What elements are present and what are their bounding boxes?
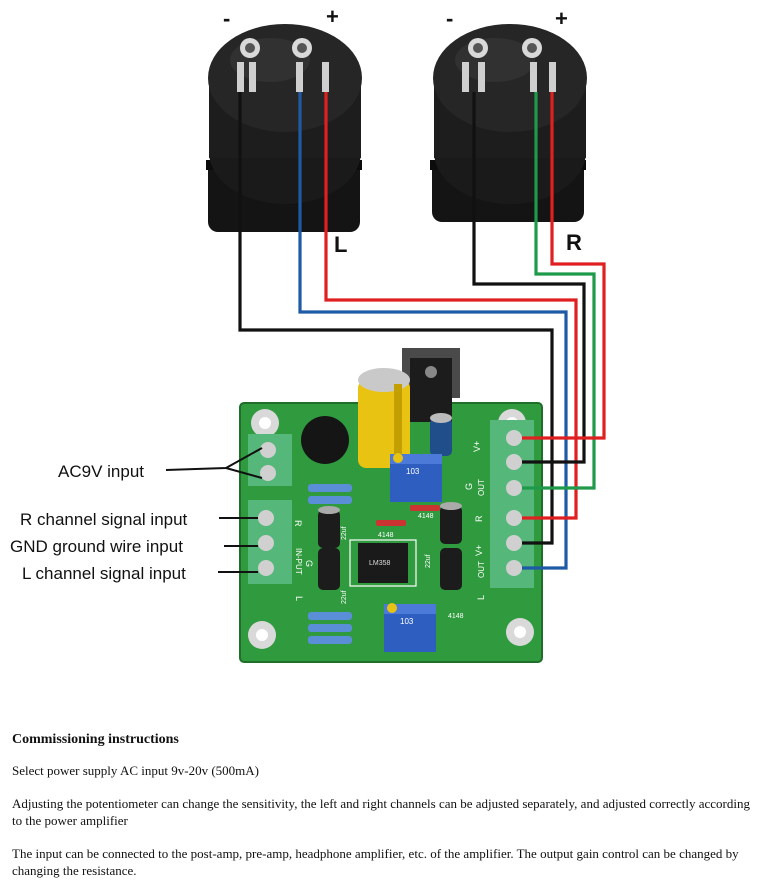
right-channel-label: R	[566, 230, 582, 255]
right-meter-plus-label: +	[555, 6, 568, 31]
small-capacitor	[430, 413, 452, 456]
pcb-mark-r-out: R	[474, 515, 484, 522]
pcb-mark-ic: LM358	[369, 560, 391, 567]
diodes	[376, 505, 440, 526]
wire-left-signal	[298, 92, 568, 570]
input-terminal-block	[248, 434, 292, 584]
pcb-mark-cap-c: 22uf	[341, 590, 348, 604]
wire-left-positive	[324, 92, 578, 520]
pcb-mark-g-out: G	[464, 483, 474, 490]
pcb-mark-vplus-top: V+	[472, 441, 482, 452]
pcb-mark-input: IN-PUT	[294, 548, 303, 575]
pcb-mark-vplus-bottom: V+	[474, 545, 484, 556]
voltage-regulator	[402, 348, 460, 422]
commissioning-instructions: Commissioning instructions Select power …	[12, 732, 752, 895]
left-channel-label: L	[334, 232, 347, 257]
pcb-mark-l-input: L	[294, 596, 304, 601]
pcb-mark-out-bottom: OUT	[477, 561, 486, 578]
right-meter-minus-label: -	[446, 6, 453, 31]
left-meter-plus-label: +	[326, 4, 339, 29]
callout-gnd-input: GND ground wire input	[10, 537, 183, 556]
instructions-power-supply: Select power supply AC input 9v-20v (500…	[12, 763, 259, 778]
pcb-mark-l-out: L	[476, 595, 486, 600]
pcb-mark-diode-3: 4148	[448, 613, 464, 620]
callout-ac9v-input: AC9V input	[58, 462, 144, 481]
instructions-title: Commissioning instructions	[12, 732, 179, 747]
op-amp-ic	[349, 539, 417, 587]
pcb-mark-out-top: OUT	[477, 479, 486, 496]
pcb-mark-g-input: G	[304, 560, 314, 567]
wiring-diagram: - + L - + R	[10, 4, 606, 663]
vu-meter-left	[206, 24, 362, 232]
coupling-capacitors	[318, 502, 462, 590]
output-terminal-block	[490, 420, 534, 588]
callout-leaders	[165, 447, 263, 573]
wire-right-negative	[472, 92, 586, 464]
wire-left-negative	[238, 92, 554, 545]
left-meter-minus-label: -	[223, 6, 230, 31]
resistors	[308, 484, 352, 644]
callout-l-channel-input: L channel signal input	[22, 564, 186, 583]
pcb-mark-diode-2: 4148	[378, 532, 394, 539]
potentiometer-lower	[384, 603, 436, 652]
vu-meter-right	[430, 24, 587, 222]
wire-right-signal	[522, 92, 596, 490]
pcb-mark-pot-lower: 103	[400, 617, 414, 626]
callout-r-channel-input: R channel signal input	[20, 510, 188, 529]
bridge-rectifier	[301, 416, 349, 464]
instructions-potentiometer: Adjusting the potentiometer can change t…	[12, 796, 750, 828]
pcb-mark-pot-upper: 103	[406, 467, 420, 476]
pcb-mark-cap-a: 22uf	[341, 526, 348, 540]
instructions-input-output: The input can be connected to the post-a…	[12, 846, 739, 878]
wire-right-positive	[522, 92, 606, 440]
filter-capacitor	[358, 368, 410, 468]
pcb-mark-cap-b: 22uf	[425, 554, 432, 568]
pcb-mark-r-input: R	[293, 520, 303, 527]
pcb-mark-diode-1: 4148	[418, 513, 434, 520]
potentiometer-upper	[390, 453, 442, 502]
